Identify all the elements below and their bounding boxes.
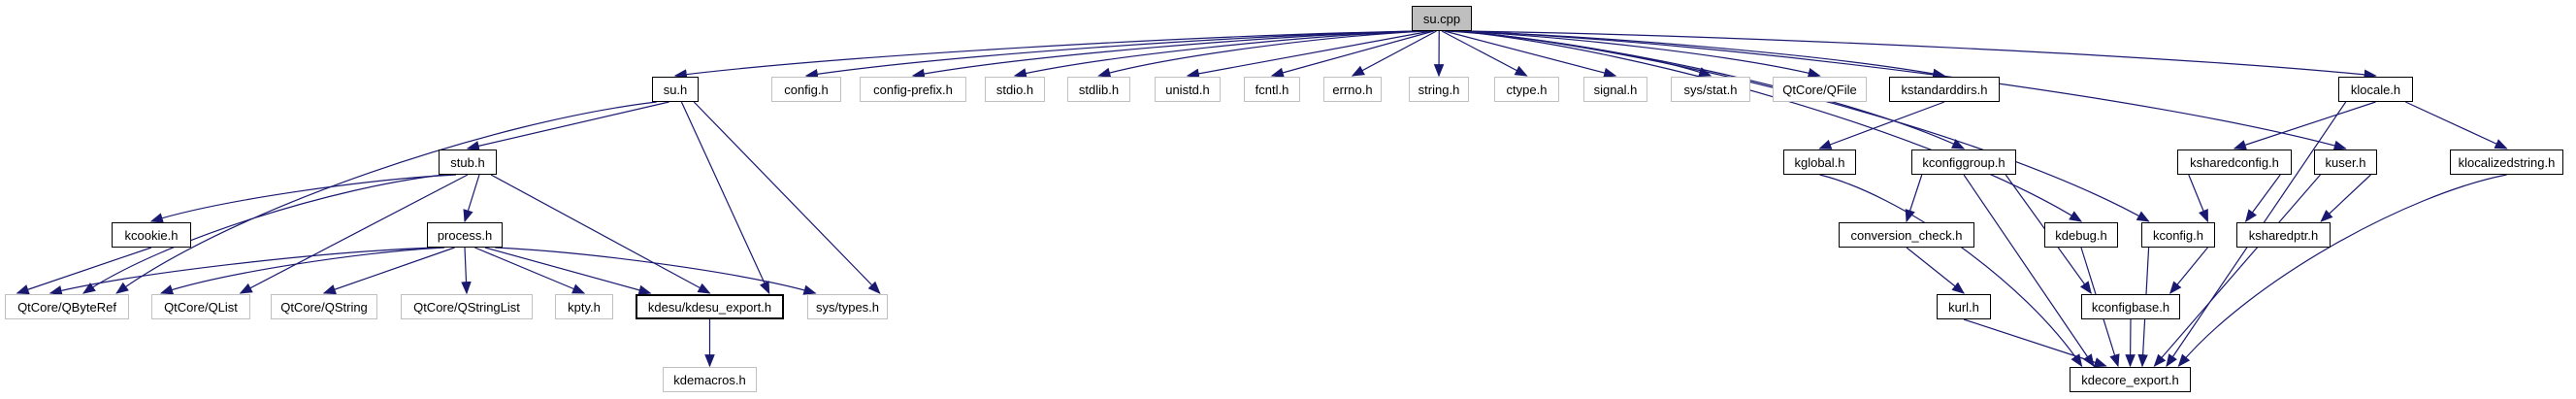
edge-su-h-to-stub-h bbox=[466, 101, 669, 151]
edge-su-h-to-qtcore-qbyteref bbox=[115, 101, 657, 294]
edge-su-cpp-to-signal-h bbox=[1444, 30, 1617, 79]
node-kcookie-h[interactable]: kcookie.h bbox=[112, 222, 191, 248]
edge-su-cpp-to-config-h bbox=[804, 30, 1420, 80]
node-klocale-h[interactable]: klocale.h bbox=[2338, 77, 2413, 102]
node-sys-types-h: sys/types.h bbox=[807, 294, 888, 319]
node-string-h: string.h bbox=[1409, 77, 1469, 102]
node-qtcore-qstring: QtCore/QString bbox=[271, 294, 377, 319]
edge-process-h-to-sys-types-h bbox=[495, 247, 817, 295]
edge-su-cpp-to-stdio-h bbox=[1013, 30, 1426, 79]
edge-su-cpp-to-kuser-h bbox=[1463, 30, 2347, 150]
edge-process-h-to-kdesu-kdesu-export-h bbox=[484, 247, 652, 295]
node-signal-h: signal.h bbox=[1583, 77, 1647, 102]
node-errno-h: errno.h bbox=[1323, 77, 1382, 102]
edge-su-h-to-kdesu-kdesu-export-h bbox=[680, 101, 770, 295]
node-kdemacros-h: kdemacros.h bbox=[663, 367, 757, 392]
edge-stub-h-to-kdesu-kdesu-export-h bbox=[490, 174, 711, 294]
edge-process-h-to-qtcore-qlist bbox=[159, 247, 445, 295]
edge-process-h-to-kpty-h bbox=[474, 247, 586, 294]
edge-process-h-to-qtcore-qstring bbox=[322, 247, 455, 295]
edge-kuser-h-to-kdecore-export-h bbox=[2153, 174, 2321, 367]
edge-klocalizedstring-h-to-kdecore-export-h bbox=[2177, 174, 2507, 368]
node-ctype-h: ctype.h bbox=[1494, 77, 1559, 102]
edge-klocale-h-to-ksharedconfig-h bbox=[2233, 101, 2376, 150]
edge-kconfiggroup-h-to-kdecore-export-h bbox=[1963, 174, 2095, 368]
node-conversion-check-h[interactable]: conversion_check.h bbox=[1839, 222, 1974, 248]
node-qtcore-qbyteref: QtCore/QByteRef bbox=[5, 294, 129, 319]
node-su-h[interactable]: su.h bbox=[652, 77, 699, 102]
node-qtcore-qfile: QtCore/QFile bbox=[1773, 77, 1867, 102]
edge-kglobal-h-to-kdecore-export-h bbox=[1819, 174, 2083, 368]
node-kdebug-h[interactable]: kdebug.h bbox=[2044, 222, 2118, 248]
edge-kconfiggroup-h-to-conversion-check-h bbox=[1905, 174, 1923, 223]
edge-process-h-to-qtcore-qstringlist bbox=[461, 247, 472, 295]
edge-stub-h-to-kcookie-h bbox=[149, 174, 457, 223]
edge-kconfigbase-h-to-kdecore-export-h bbox=[2125, 318, 2136, 368]
node-kdesu-kdesu-export-h[interactable]: kdesu/kdesu_export.h bbox=[636, 294, 784, 319]
edge-su-cpp-to-config-prefix-h bbox=[911, 30, 1423, 80]
edge-su-cpp-to-fcntl-h bbox=[1270, 30, 1434, 78]
edge-ksharedconfig-h-to-ksharedptr-h bbox=[2244, 174, 2281, 223]
node-stub-h[interactable]: stub.h bbox=[439, 150, 497, 175]
node-qtcore-qlist: QtCore/QList bbox=[151, 294, 250, 319]
node-unistd-h: unistd.h bbox=[1155, 77, 1221, 102]
edge-kcookie-h-to-qtcore-qbyteref bbox=[16, 247, 152, 295]
edge-klocale-h-to-klocalizedstring-h bbox=[2405, 101, 2508, 150]
node-ksharedconfig-h[interactable]: ksharedconfig.h bbox=[2177, 150, 2292, 175]
edge-su-cpp-to-ctype-h bbox=[1441, 30, 1528, 77]
node-klocalizedstring-h[interactable]: klocalizedstring.h bbox=[2450, 150, 2563, 175]
edge-stub-h-to-qtcore-qbyteref bbox=[82, 174, 445, 294]
node-qtcore-qstringlist: QtCore/QStringList bbox=[401, 294, 533, 319]
edge-stub-h-to-process-h bbox=[463, 174, 480, 223]
edge-ksharedconfig-h-to-kconfig-h bbox=[2188, 174, 2208, 223]
edge-su-h-to-sys-types-h bbox=[693, 101, 881, 294]
node-kconfigbase-h[interactable]: kconfigbase.h bbox=[2081, 294, 2180, 319]
edge-su-cpp-to-unistd-h bbox=[1186, 30, 1432, 80]
node-stdlib-h: stdlib.h bbox=[1067, 77, 1130, 102]
node-config-h: config.h bbox=[771, 77, 841, 102]
node-process-h[interactable]: process.h bbox=[427, 222, 503, 248]
edge-kconfig-h-to-kconfigbase-h bbox=[2168, 247, 2208, 295]
edge-stub-h-to-qtcore-qlist bbox=[239, 174, 469, 294]
node-kpty-h: kpty.h bbox=[555, 294, 613, 319]
node-sys-stat-h: sys/stat.h bbox=[1671, 77, 1750, 102]
edge-process-h-to-qtcore-qbyteref bbox=[49, 247, 435, 296]
node-kuser-h[interactable]: kuser.h bbox=[2314, 150, 2377, 175]
node-config-prefix-h: config-prefix.h bbox=[860, 77, 966, 102]
edge-su-cpp-to-errno-h bbox=[1351, 30, 1437, 77]
edge-kstandarddirs-h-to-kglobal-h bbox=[1818, 101, 1945, 150]
edge-su-cpp-to-klocale-h bbox=[1465, 30, 2377, 81]
node-kdecore-export-h[interactable]: kdecore_export.h bbox=[2070, 367, 2191, 392]
edge-su-cpp-to-su-h bbox=[673, 30, 1418, 80]
node-kglobal-h[interactable]: kglobal.h bbox=[1783, 150, 1856, 175]
edge-kuser-h-to-ksharedptr-h bbox=[2320, 174, 2371, 222]
node-su-cpp: su.cpp bbox=[1412, 6, 1472, 31]
edge-su-cpp-to-qtcore-qfile bbox=[1450, 30, 1821, 79]
node-kurl-h[interactable]: kurl.h bbox=[1937, 294, 1991, 319]
node-ksharedptr-h[interactable]: ksharedptr.h bbox=[2236, 222, 2331, 248]
node-stdio-h: stdio.h bbox=[985, 77, 1045, 102]
node-kconfig-h[interactable]: kconfig.h bbox=[2141, 222, 2215, 248]
node-kconfiggroup-h[interactable]: kconfiggroup.h bbox=[1911, 150, 2016, 175]
edge-su-cpp-to-kdebug-h bbox=[1457, 30, 2083, 222]
node-kstandarddirs-h[interactable]: kstandarddirs.h bbox=[1889, 77, 2000, 102]
edge-conversion-check-h-to-kurl-h bbox=[1906, 247, 1966, 294]
edge-kurl-h-to-kdecore-export-h bbox=[1963, 318, 2107, 368]
node-fcntl-h: fcntl.h bbox=[1244, 77, 1300, 102]
edge-su-cpp-to-stdlib-h bbox=[1097, 30, 1429, 78]
